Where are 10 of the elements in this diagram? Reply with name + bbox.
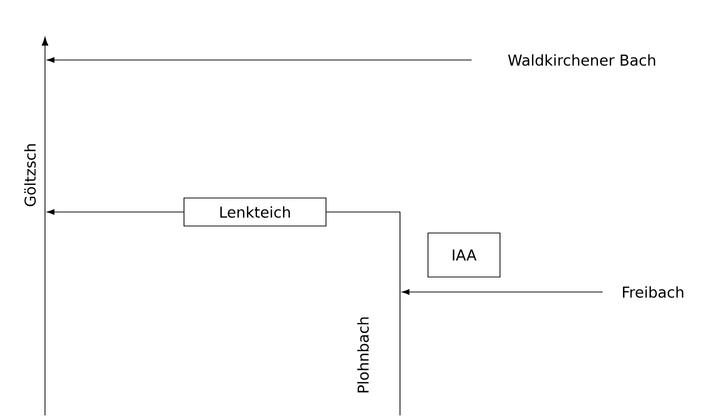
arrow [402,289,603,295]
process-box: Lenkteich [184,198,326,226]
river-label: Waldkirchener Bach [508,54,656,66]
river-name: Plohnbach [357,317,369,392]
arrow [46,57,472,63]
river-label: Freibach [622,286,684,298]
river-name: Göltzsch [24,144,36,206]
process-box: IAA [428,232,500,278]
river-line [42,36,48,416]
arrow [46,209,184,215]
